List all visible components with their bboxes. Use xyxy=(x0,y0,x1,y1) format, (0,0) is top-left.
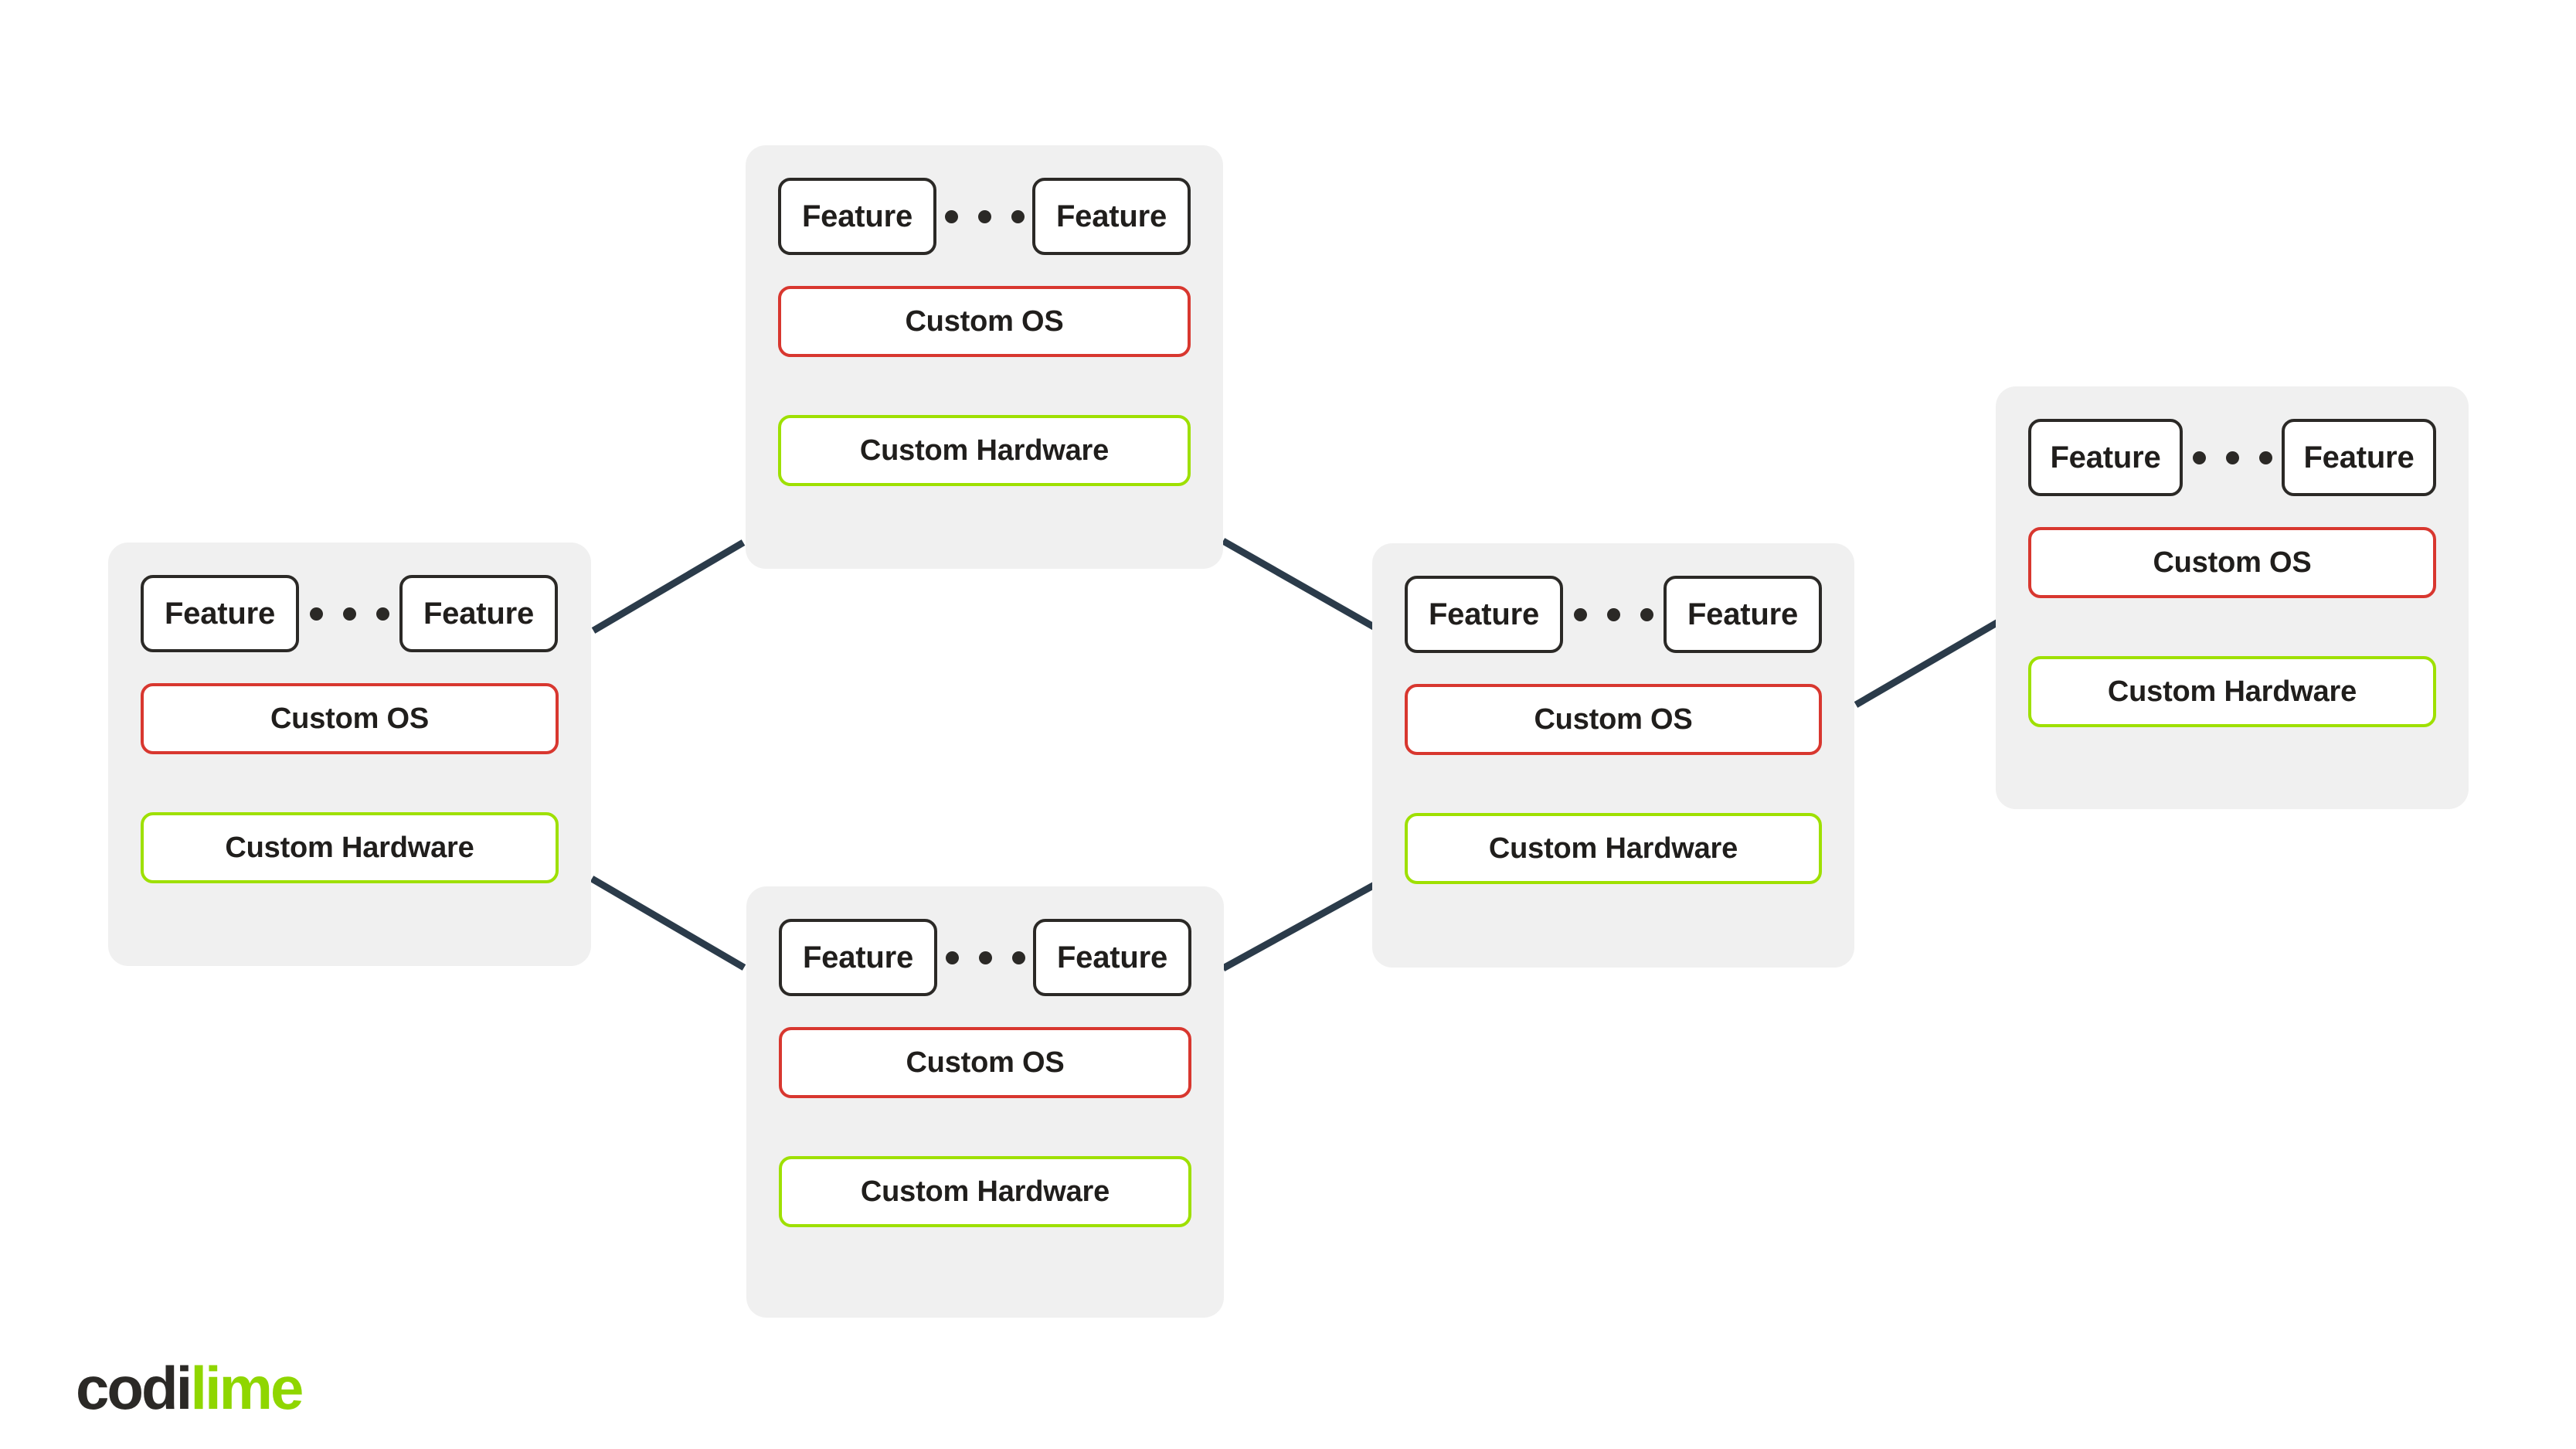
ellipsis-dot xyxy=(342,607,356,621)
feature-row: Feature Feature xyxy=(2028,419,2436,496)
feature-box-right[interactable]: Feature xyxy=(1664,576,1822,653)
connector-left-to-top-center xyxy=(591,539,746,634)
ellipsis-dot xyxy=(2258,451,2272,464)
ellipsis-dot xyxy=(376,607,389,621)
codilime-logo: codilime xyxy=(76,1358,304,1418)
custom-os-box[interactable]: Custom OS xyxy=(1405,684,1822,755)
custom-hardware-box[interactable]: Custom Hardware xyxy=(779,1156,1191,1227)
feature-box-right[interactable]: Feature xyxy=(1033,919,1191,996)
custom-hardware-box[interactable]: Custom Hardware xyxy=(1405,813,1822,884)
ellipsis-dot xyxy=(2225,451,2239,464)
connector-top-center-to-middle-right xyxy=(1221,538,1385,635)
custom-hardware-box[interactable]: Custom Hardware xyxy=(141,812,559,883)
node-left[interactable]: Feature Feature Custom OS Custom Hardwar… xyxy=(108,543,591,966)
node-middle-right[interactable]: Feature Feature Custom OS Custom Hardwar… xyxy=(1372,543,1854,968)
feature-box-left[interactable]: Feature xyxy=(779,919,937,996)
custom-hardware-box[interactable]: Custom Hardware xyxy=(2028,656,2436,727)
ellipsis-icon xyxy=(299,607,399,621)
ellipsis-dot xyxy=(1573,607,1587,621)
connector-left-to-bottom-center xyxy=(590,876,746,971)
node-far-right[interactable]: Feature Feature Custom OS Custom Hardwar… xyxy=(1996,386,2469,809)
feature-box-right[interactable]: Feature xyxy=(399,575,558,652)
ellipsis-icon xyxy=(936,209,1032,223)
ellipsis-dot xyxy=(1011,951,1025,964)
ellipsis-dot xyxy=(309,607,323,621)
ellipsis-icon xyxy=(1563,607,1664,621)
feature-row: Feature Feature xyxy=(141,575,559,652)
logo-text-codi: codi xyxy=(76,1354,192,1422)
custom-os-box[interactable]: Custom OS xyxy=(779,1027,1191,1098)
feature-box-left[interactable]: Feature xyxy=(778,178,936,255)
logo-text-lime: lime xyxy=(190,1354,304,1422)
ellipsis-dot xyxy=(1011,209,1025,223)
custom-os-box[interactable]: Custom OS xyxy=(141,683,559,754)
ellipsis-dot xyxy=(977,209,991,223)
ellipsis-dot xyxy=(944,209,958,223)
ellipsis-dot xyxy=(1640,607,1653,621)
feature-box-right[interactable]: Feature xyxy=(1032,178,1191,255)
node-bottom-center[interactable]: Feature Feature Custom OS Custom Hardwar… xyxy=(746,886,1224,1318)
feature-box-left[interactable]: Feature xyxy=(1405,576,1563,653)
connector-middle-right-to-far-right xyxy=(1854,614,2010,708)
custom-os-box[interactable]: Custom OS xyxy=(2028,527,2436,598)
feature-box-left[interactable]: Feature xyxy=(2028,419,2183,496)
ellipsis-dot xyxy=(1606,607,1620,621)
ellipsis-icon xyxy=(937,951,1033,964)
ellipsis-dot xyxy=(2192,451,2206,464)
custom-os-box[interactable]: Custom OS xyxy=(778,286,1191,357)
connector-bottom-center-to-middle-right xyxy=(1221,878,1384,971)
feature-row: Feature Feature xyxy=(1405,576,1822,653)
feature-row: Feature Feature xyxy=(779,919,1191,996)
custom-hardware-box[interactable]: Custom Hardware xyxy=(778,415,1191,486)
ellipsis-dot xyxy=(945,951,959,964)
node-top-center[interactable]: Feature Feature Custom OS Custom Hardwar… xyxy=(746,145,1223,569)
ellipsis-dot xyxy=(978,951,992,964)
feature-box-right[interactable]: Feature xyxy=(2282,419,2436,496)
feature-box-left[interactable]: Feature xyxy=(141,575,299,652)
feature-row: Feature Feature xyxy=(778,178,1191,255)
ellipsis-icon xyxy=(2183,451,2282,464)
